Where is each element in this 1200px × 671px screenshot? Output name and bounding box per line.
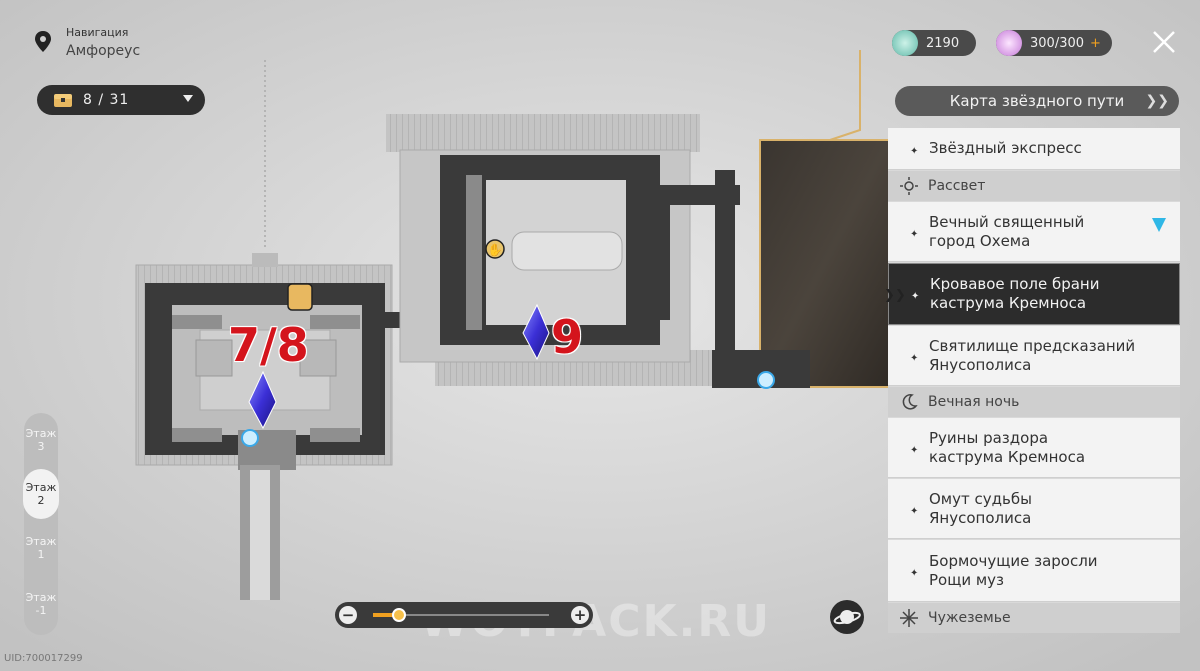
stamina-value: 300/300 (1030, 35, 1085, 51)
section-foreign-lands: Чужеземье (888, 603, 1180, 633)
currency-value: 2190 (926, 35, 960, 51)
teleport-anchor-icon[interactable] (757, 371, 775, 389)
treasure-chest-icon (54, 94, 72, 107)
zoom-slider-handle[interactable] (392, 608, 407, 622)
list-item-muse-grove[interactable]: ✦ Бормочущие заросли Рощи муз (888, 540, 1180, 602)
teleport-anchor-icon[interactable] (241, 429, 259, 447)
map-label-right: 9 (551, 310, 584, 364)
close-icon[interactable] (1150, 28, 1178, 56)
bullet-icon: ✦ (910, 145, 919, 157)
floor-number: 1 (37, 548, 45, 561)
zoom-out-button[interactable]: − (339, 606, 357, 624)
list-item-label: Руины раздора каструма Кремноса (929, 428, 1086, 466)
list-item-janusopolis-abyss[interactable]: ✦ Омут судьбы Янусополиса (888, 479, 1180, 539)
bullet-icon: ✦ (910, 567, 919, 579)
floor-number: -1 (35, 604, 47, 617)
section-label: Вечная ночь (928, 394, 1020, 410)
floor-1-button[interactable]: Этаж 1 (24, 535, 58, 561)
trailblaze-power-icon (996, 30, 1022, 56)
nav-title: Навигация (66, 26, 129, 39)
bullet-icon: ✦ (911, 291, 920, 302)
chest-count: 8 / 31 (83, 92, 130, 108)
floor-word: Этаж (25, 535, 57, 548)
list-item-kremnos-ruins[interactable]: ✦ Руины раздора каструма Кремноса (888, 418, 1180, 478)
floor-number: 2 (37, 494, 45, 507)
floor-word: Этаж (25, 591, 57, 604)
map-label-left: 7/8 (228, 318, 309, 372)
star-burst-icon (900, 609, 918, 627)
list-item-label: Святилище предсказаний Янусополиса (929, 336, 1136, 374)
svg-text:✋: ✋ (488, 243, 503, 257)
list-item-label: Бормочущие заросли Рощи муз (929, 551, 1098, 589)
list-item-label: Вечный священный город Охема (929, 212, 1085, 250)
zoom-track[interactable] (373, 614, 549, 616)
add-stamina-button[interactable]: + (1090, 35, 1101, 51)
moon-icon (902, 394, 918, 410)
floor-2-button[interactable]: Этаж 2 (23, 469, 59, 519)
floor-word: Этаж (25, 427, 57, 440)
zoom-fill (373, 613, 400, 617)
chevron-right-icon: ❯❯ (1145, 93, 1169, 109)
sun-icon (900, 177, 918, 195)
list-item-okhema[interactable]: ✦ Вечный священный город Охема (888, 202, 1180, 262)
bullet-icon: ✦ (910, 228, 919, 240)
panel-header-label: Карта звёздного пути (949, 92, 1125, 110)
location-list[interactable]: ✦ Звёздный экспресс Рассвет ✦ Вечный свя… (888, 128, 1180, 633)
section-night: Вечная ночь (888, 387, 1180, 417)
world-map-button[interactable] (830, 600, 864, 634)
active-marker-icon: ❯❯ (884, 288, 906, 303)
star-rail-map-button[interactable]: Карта звёздного пути ❯❯ (895, 86, 1179, 116)
list-item-label: Звёздный экспресс (929, 139, 1082, 157)
floor-selector[interactable]: Этаж 3 Этаж 2 Этаж 1 Этаж -1 (23, 413, 59, 635)
floor-3-button[interactable]: Этаж 3 (24, 427, 58, 453)
puzzle-marker-icon[interactable] (287, 283, 313, 311)
floor-word: Этаж (25, 481, 57, 494)
list-item-label: Кровавое поле брани каструма Кремноса (930, 275, 1100, 312)
list-item-kremnos-field[interactable]: ✦ Кровавое поле брани каструма Кремноса (888, 263, 1180, 325)
section-label: Рассвет (928, 178, 986, 194)
bullet-icon: ✦ (910, 505, 919, 517)
crystal-marker-icon[interactable] (522, 303, 550, 361)
section-label: Чужеземье (928, 610, 1011, 626)
currency-counter[interactable]: 2190 (892, 30, 976, 56)
zoom-in-button[interactable]: + (571, 606, 589, 624)
chest-counter-dropdown[interactable]: 8 / 31 (37, 85, 205, 115)
location-name: Амфореус (66, 43, 141, 59)
section-dawn: Рассвет (888, 171, 1180, 201)
list-item-express[interactable]: ✦ Звёздный экспресс (888, 128, 1180, 170)
crystal-marker-icon[interactable] (248, 370, 277, 430)
bullet-icon: ✦ (910, 444, 919, 456)
hand-pointer-icon[interactable]: ✋ (485, 239, 505, 259)
location-pin-icon (35, 31, 51, 52)
chevron-down-icon (183, 95, 193, 102)
player-uid: UID:700017299 (4, 653, 83, 664)
stamina-counter[interactable]: 300/300 + (996, 30, 1112, 56)
zoom-control: − + (335, 602, 593, 628)
list-item-label: Омут судьбы Янусополиса (929, 489, 1032, 527)
current-location-arrow-icon (1152, 218, 1166, 232)
planet-icon (833, 610, 861, 625)
stellar-jade-icon (892, 30, 918, 56)
bullet-icon: ✦ (910, 352, 919, 364)
floor-number: 3 (37, 440, 45, 453)
list-item-janusopolis-sanctum[interactable]: ✦ Святилище предсказаний Янусополиса (888, 326, 1180, 386)
floor-minus1-button[interactable]: Этаж -1 (24, 591, 58, 617)
